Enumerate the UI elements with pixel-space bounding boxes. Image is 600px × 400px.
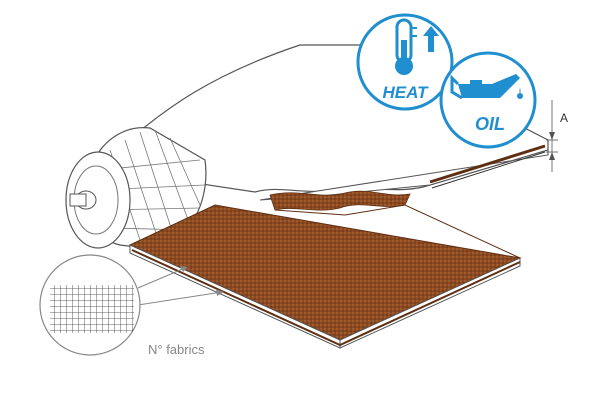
callout-lines [137,266,224,306]
fabric-grid-icon [50,285,134,333]
lower-belt [128,204,522,349]
fabric-lens [39,254,141,356]
fabric-count-label: N° fabrics [148,342,205,357]
oil-label: OIL [475,114,505,134]
oil-badge: OIL [439,51,537,149]
heat-badge: HEAT [356,13,454,111]
dimension-a-label: A [560,111,568,125]
heat-label: HEAT [382,83,429,102]
oil-can-icon [450,74,523,100]
drum-pulley [65,127,207,251]
upper-belt [134,44,549,201]
thermometer-arrow-up-icon [395,18,439,75]
dimension-a-marker: A [546,100,568,172]
